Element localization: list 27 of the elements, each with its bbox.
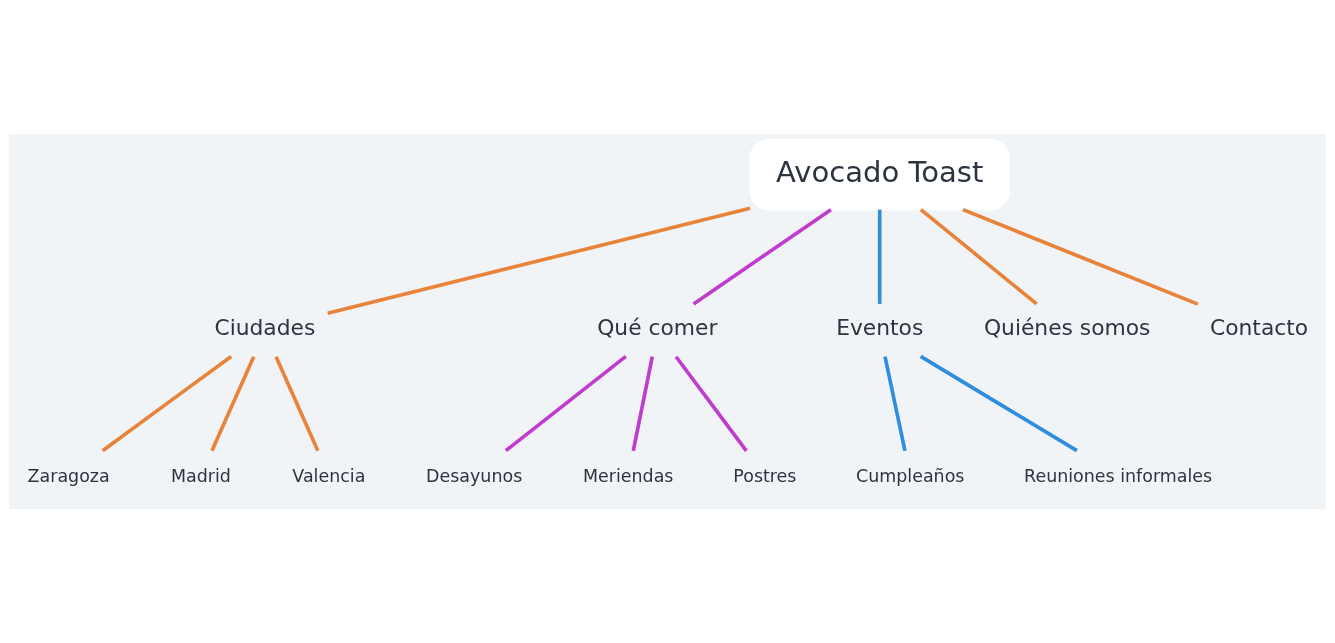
connector xyxy=(674,355,748,452)
node-text: Zaragoza xyxy=(27,465,110,486)
node-text: Ciudades xyxy=(214,315,316,341)
node-text: Reuniones informales xyxy=(1024,465,1213,486)
connector xyxy=(919,208,1038,306)
node-text: Valencia xyxy=(292,465,366,486)
node-text: Quiénes somos xyxy=(983,315,1151,341)
connector xyxy=(962,207,1199,306)
node-text: Madrid xyxy=(170,465,231,486)
connector xyxy=(631,356,655,452)
connector xyxy=(877,209,882,304)
node-text: Meriendas xyxy=(583,465,674,486)
connector xyxy=(919,354,1078,453)
connector xyxy=(504,355,627,453)
connector xyxy=(883,356,907,452)
connector xyxy=(210,356,256,452)
node-box: Avocado Toast xyxy=(749,139,1010,211)
connector xyxy=(327,206,751,315)
node-text: Eventos xyxy=(836,315,924,341)
connector xyxy=(274,356,320,452)
node-text: Postres xyxy=(733,465,797,486)
connector xyxy=(101,354,233,453)
node-text: Desayunos xyxy=(426,465,523,486)
node-text: Contacto xyxy=(1210,315,1309,341)
connector xyxy=(692,208,832,306)
node-text: Cumpleaños xyxy=(856,465,965,486)
node-text: Qué comer xyxy=(597,315,718,341)
